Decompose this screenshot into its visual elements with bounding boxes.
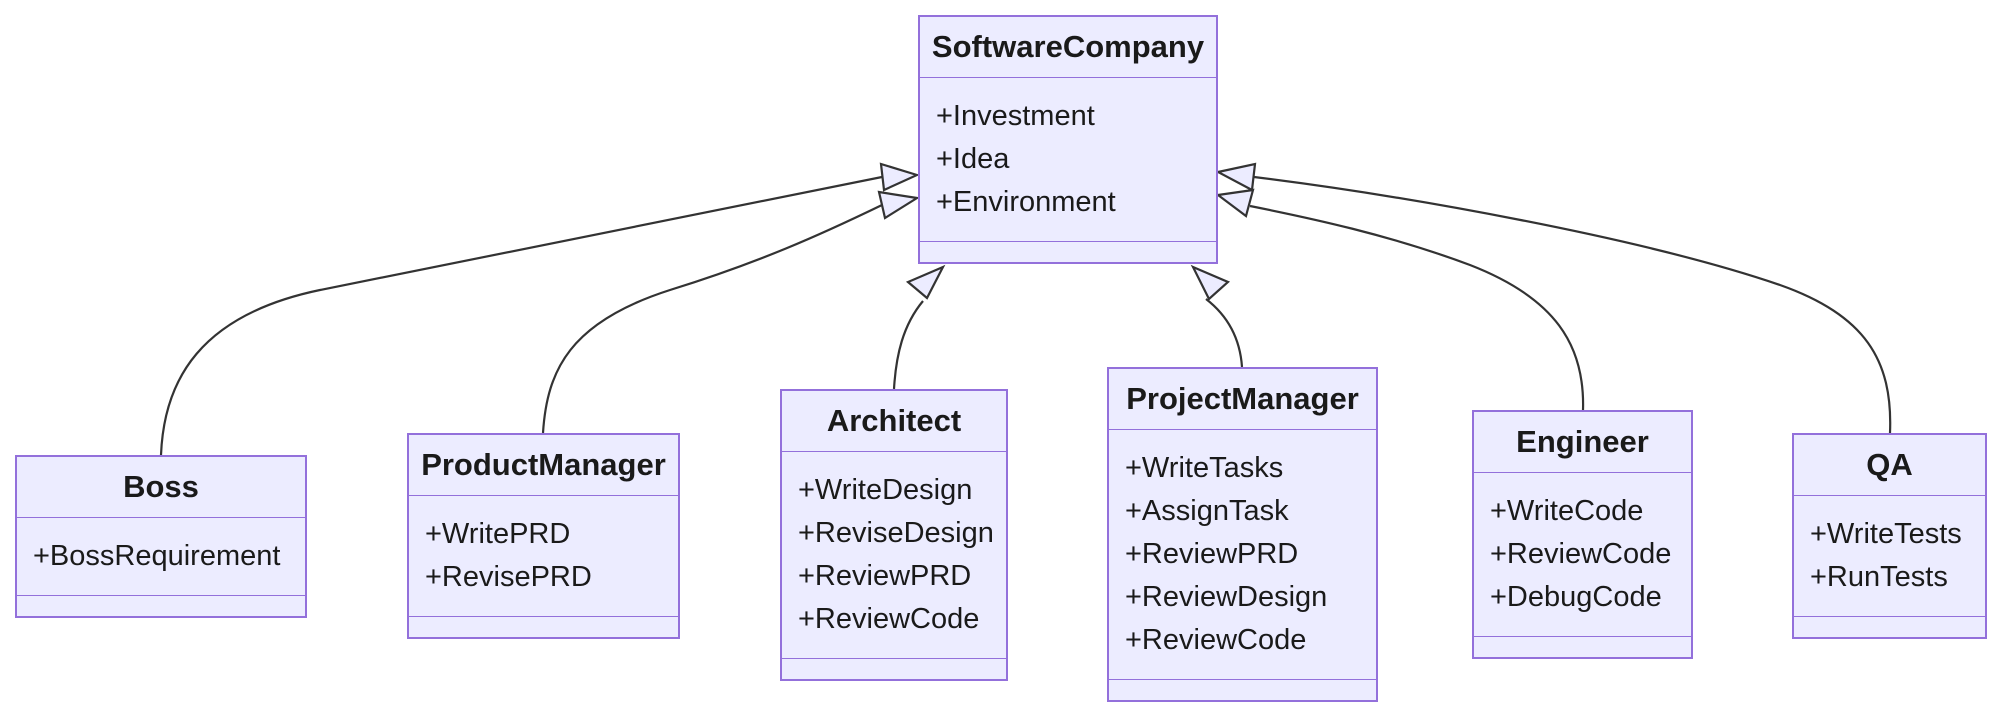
class-member: +Investment — [936, 100, 1095, 132]
class-member: +WriteTests — [1810, 518, 1962, 550]
inheritance-arrowhead — [905, 264, 946, 300]
class-title: Engineer — [1474, 412, 1691, 473]
class-title: QA — [1794, 435, 1985, 496]
class-methods-empty — [782, 659, 1006, 679]
class-member: +WriteTasks — [1125, 452, 1284, 484]
class-title: Architect — [782, 391, 1006, 452]
edge-boss-inheritance — [159, 175, 883, 456]
class-title: ProjectManager — [1109, 369, 1376, 430]
class-member: +ReviewCode — [1125, 624, 1307, 656]
class-node-projectmanager: ProjectManager +WriteTasks +AssignTask +Re… — [1107, 367, 1378, 702]
class-member: +ReviewCode — [1490, 538, 1672, 570]
class-members: +WriteTasks +AssignTask +ReviewPRD +ReviewD… — [1109, 430, 1376, 680]
class-members: +WritePRD +RevisePRD — [409, 496, 678, 617]
class-members: +BossRequirement — [17, 518, 305, 596]
class-member: +DebugCode — [1490, 581, 1662, 613]
class-node-boss: Boss +BossRequirement — [15, 455, 307, 618]
class-methods-empty — [1109, 680, 1376, 700]
class-member: +ReviseDesign — [798, 517, 994, 549]
class-node-engineer: Engineer +WriteCode +ReviewCode +DebugCode — [1472, 410, 1693, 659]
class-member: +WriteDesign — [798, 474, 973, 506]
class-methods-empty — [1474, 637, 1691, 657]
class-member: +WriteCode — [1490, 495, 1644, 527]
class-node-architect: Architect +WriteDesign +ReviseDesign +Revi… — [780, 389, 1008, 681]
class-member: +ReviewDesign — [1125, 581, 1328, 613]
class-member: +WritePRD — [425, 518, 571, 550]
class-title: Boss — [17, 457, 305, 518]
class-members: +WriteDesign +ReviseDesign +ReviewPRD +Revi… — [782, 452, 1006, 659]
edge-architect-inheritance — [892, 300, 924, 390]
inheritance-arrowhead — [1214, 162, 1257, 192]
class-title: SoftwareCompany — [920, 17, 1216, 78]
class-methods-empty — [409, 617, 678, 637]
class-member: +Environment — [936, 186, 1116, 218]
class-members: +Investment +Idea +Environment — [920, 78, 1216, 242]
inheritance-arrowhead — [877, 190, 921, 220]
class-member: +ReviewPRD — [798, 560, 972, 592]
inheritance-arrowhead — [879, 162, 921, 192]
class-node-softwarecompany: SoftwareCompany +Investment +Idea +Environ… — [918, 15, 1218, 264]
class-node-qa: QA +WriteTests +RunTests — [1792, 433, 1987, 639]
class-methods-empty — [17, 596, 305, 616]
edge-project-manager-inheritance — [1205, 298, 1244, 368]
class-members: +WriteCode +ReviewCode +DebugCode — [1474, 473, 1691, 637]
class-methods-empty — [920, 242, 1216, 262]
class-node-productmanager: ProductManager +WritePRD +RevisePRD — [407, 433, 680, 639]
class-member: +RevisePRD — [425, 561, 592, 593]
class-methods-empty — [1794, 617, 1985, 637]
class-member: +RunTests — [1810, 561, 1948, 593]
class-member: +BossRequirement — [33, 540, 281, 572]
inheritance-arrowhead — [1190, 264, 1231, 301]
class-member: +Idea — [936, 143, 1010, 175]
inheritance-arrowhead — [1215, 188, 1255, 218]
class-member: +AssignTask — [1125, 495, 1289, 527]
class-member: +ReviewPRD — [1125, 538, 1299, 570]
class-member: +ReviewCode — [798, 603, 980, 635]
class-members: +WriteTests +RunTests — [1794, 496, 1985, 617]
class-title: ProductManager — [409, 435, 678, 496]
